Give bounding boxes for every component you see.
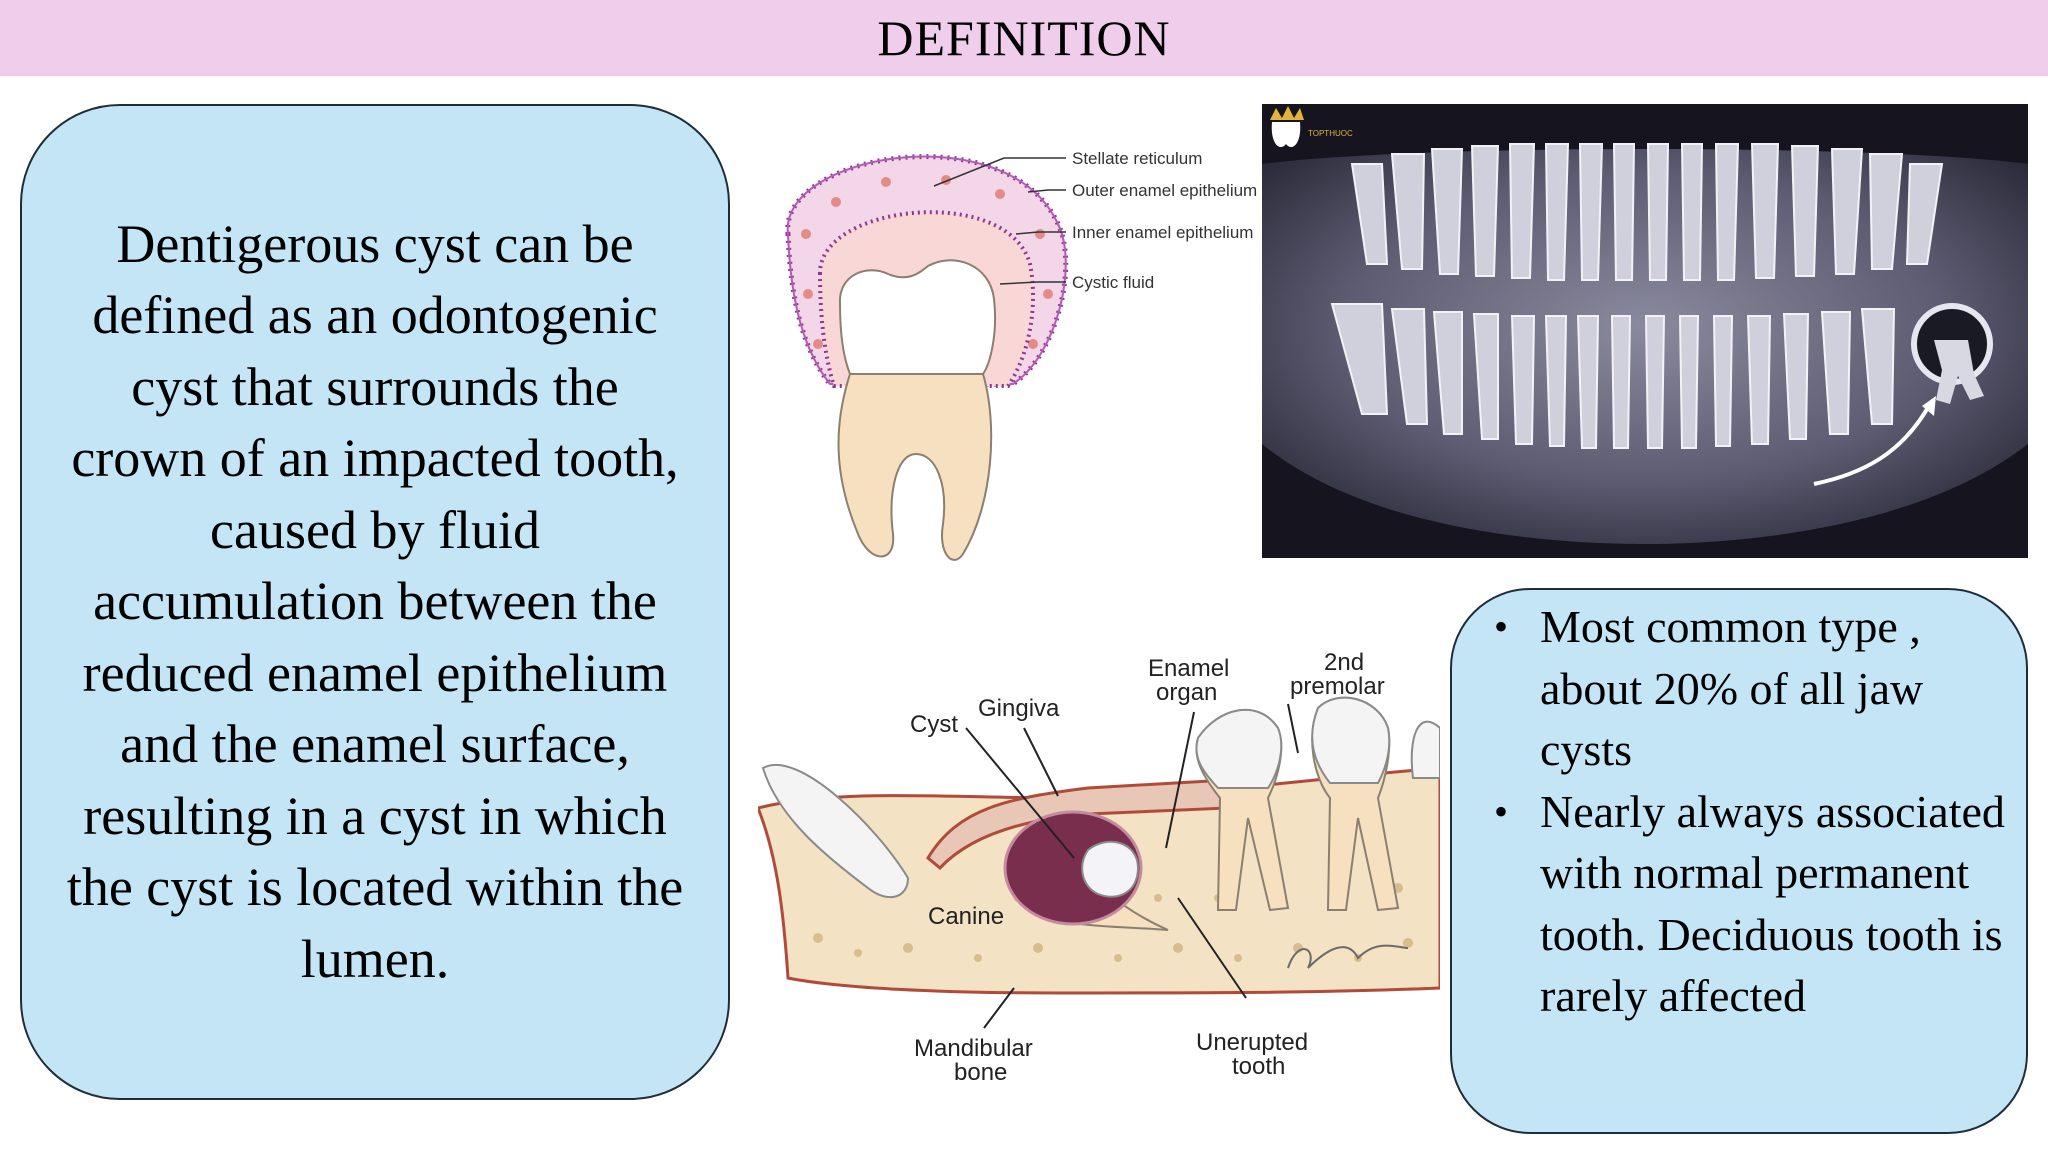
label-cystic-fluid: Cystic fluid (1072, 273, 1154, 292)
definition-box: Dentigerous cyst can be defined as an od… (20, 104, 730, 1100)
label-inner-enamel-epithelium: Inner enamel epithelium (1072, 223, 1253, 242)
cyst-tooth-crown (1081, 840, 1140, 898)
facts-box: • Most common type , about 20% of all jaw… (1450, 588, 2028, 1134)
jaw-cyst-svg: Cyst Gingiva Enamel organ 2nd premolar C… (758, 649, 1440, 1086)
panoramic-xray-image: TOPTHUOC (1262, 104, 2028, 558)
facts-list: • Most common type , about 20% of all jaw… (1452, 596, 2026, 1027)
label-mandibular-line2: bone (954, 1059, 1007, 1086)
lower-teeth (1330, 303, 1896, 449)
label-canine: Canine (928, 903, 1004, 930)
tooth-crown (838, 259, 997, 375)
title-bar: DEFINITION (0, 0, 2048, 76)
label-enamel-organ-line2: organ (1156, 679, 1217, 706)
label-unerupted-line1: Unerupted (1196, 1029, 1308, 1056)
xray-arrow (1813, 403, 1932, 486)
label-unerupted-line2: tooth (1232, 1053, 1285, 1080)
artist-signature (1287, 944, 1409, 969)
bullet-marker: • (1494, 788, 1509, 834)
incisor-tooth (761, 764, 910, 898)
xray-logo-icon (1270, 106, 1304, 148)
fact-text: Nearly always associated with normal per… (1540, 785, 2005, 1022)
slide-title: DEFINITION (877, 10, 1171, 66)
label-outer-enamel-epithelium: Outer enamel epithelium (1072, 181, 1257, 200)
tooth-cyst-svg: Stellate reticulum Outer enamel epitheli… (785, 149, 1257, 561)
xray-svg: TOPTHUOC (1262, 104, 2028, 558)
label-premolar-line1: 2nd (1324, 649, 1364, 676)
jaw-cyst-diagram: Cyst Gingiva Enamel organ 2nd premolar C… (758, 648, 1440, 1088)
tooth-cyst-diagram: Stellate reticulum Outer enamel epitheli… (758, 124, 1258, 564)
xray-cyst (1911, 303, 1993, 404)
upper-teeth (1350, 143, 1944, 281)
label-enamel-organ-line1: Enamel (1148, 655, 1229, 682)
label-mandibular-line1: Mandibular (914, 1035, 1033, 1062)
stellate-reticulum-dots (801, 175, 1053, 349)
fact-text: Most common type , about 20% of all jaw … (1540, 601, 1924, 775)
label-stellate-reticulum: Stellate reticulum (1072, 149, 1202, 168)
definition-text: Dentigerous cyst can be defined as an od… (66, 213, 684, 989)
label-premolar-line2: premolar (1290, 673, 1385, 700)
bullet-marker: • (1494, 604, 1509, 649)
tooth-root (837, 373, 993, 561)
xray-logo-text: TOPTHUOC (1308, 129, 1353, 138)
label-gingiva: Gingiva (978, 695, 1060, 722)
fact-item: • Nearly always associated with normal pe… (1494, 781, 2006, 1027)
label-cyst: Cyst (910, 711, 958, 738)
fact-item: • Most common type , about 20% of all jaw… (1494, 596, 2006, 781)
